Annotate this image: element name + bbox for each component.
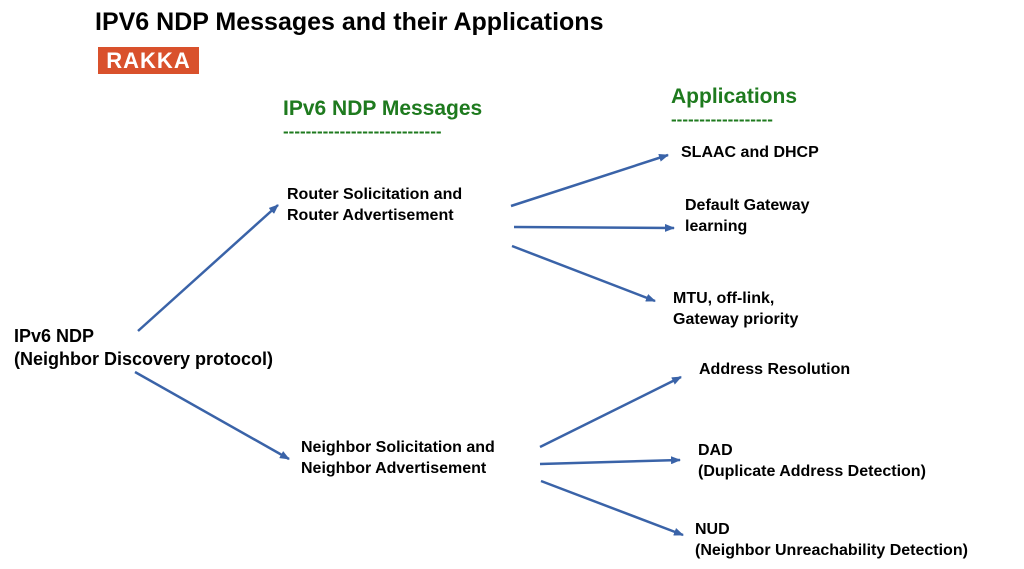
node-nud-line2: (Neighbor Unreachability Detection)	[695, 542, 968, 559]
node-slaac-dhcp-line1: SLAAC and DHCP	[681, 144, 819, 161]
node-default-gateway: Default Gateway learning	[685, 195, 809, 237]
applications-heading-rule: ------------------	[671, 110, 773, 129]
arrow-rs-ra-to-slaac	[510, 153, 669, 208]
node-dad-line1: DAD	[698, 442, 733, 459]
node-router-solicitation: Router Solicitation and Router Advertise…	[287, 184, 462, 226]
node-nud-line1: NUD	[695, 521, 730, 538]
node-slaac-dhcp: SLAAC and DHCP	[681, 142, 819, 163]
node-neighbor-solicitation-line2: Neighbor Advertisement	[301, 460, 487, 477]
node-mtu-line2: Gateway priority	[673, 311, 799, 328]
arrow-rs-ra-to-gateway	[513, 223, 675, 232]
node-dad-line2: (Duplicate Address Detection)	[698, 463, 926, 480]
arrow-ns-na-to-nud	[540, 479, 684, 537]
node-dad: DAD (Duplicate Address Detection)	[698, 440, 926, 482]
messages-heading-label: IPv6 NDP Messages	[283, 97, 483, 120]
node-mtu: MTU, off-link, Gateway priority	[673, 288, 798, 330]
arrow-root-to-ns-na	[134, 370, 290, 461]
brand-logo: RAKKA	[98, 47, 199, 74]
arrow-ns-na-to-dad	[539, 456, 681, 466]
node-nud: NUD (Neighbor Unreachability Detection)	[695, 519, 968, 561]
node-mtu-line1: MTU, off-link,	[673, 290, 775, 307]
messages-heading-rule: ----------------------------	[283, 122, 442, 141]
node-ipv6-ndp-line2: (Neighbor Discovery protocol)	[14, 349, 274, 369]
node-default-gateway-line1: Default Gateway	[685, 197, 810, 214]
arrow-ns-na-to-addr-res	[539, 375, 682, 449]
node-router-solicitation-line1: Router Solicitation and	[287, 186, 463, 203]
applications-heading: Applications ------------------	[671, 85, 798, 129]
node-ipv6-ndp: IPv6 NDP (Neighbor Discovery protocol)	[14, 325, 273, 371]
node-address-resolution-line1: Address Resolution	[699, 361, 851, 378]
arrow-rs-ra-to-mtu	[511, 244, 656, 303]
node-ipv6-ndp-line1: IPv6 NDP	[14, 326, 95, 346]
arrow-root-to-rs-ra	[137, 204, 279, 332]
messages-heading: IPv6 NDP Messages ----------------------…	[283, 97, 483, 141]
applications-heading-label: Applications	[671, 85, 798, 108]
node-default-gateway-line2: learning	[685, 218, 748, 235]
page-title: IPV6 NDP Messages and their Applications	[95, 8, 604, 36]
node-neighbor-solicitation-line1: Neighbor Solicitation and	[301, 439, 495, 456]
node-address-resolution: Address Resolution	[699, 359, 850, 380]
node-router-solicitation-line2: Router Advertisement	[287, 207, 454, 224]
node-neighbor-solicitation: Neighbor Solicitation and Neighbor Adver…	[301, 437, 495, 479]
